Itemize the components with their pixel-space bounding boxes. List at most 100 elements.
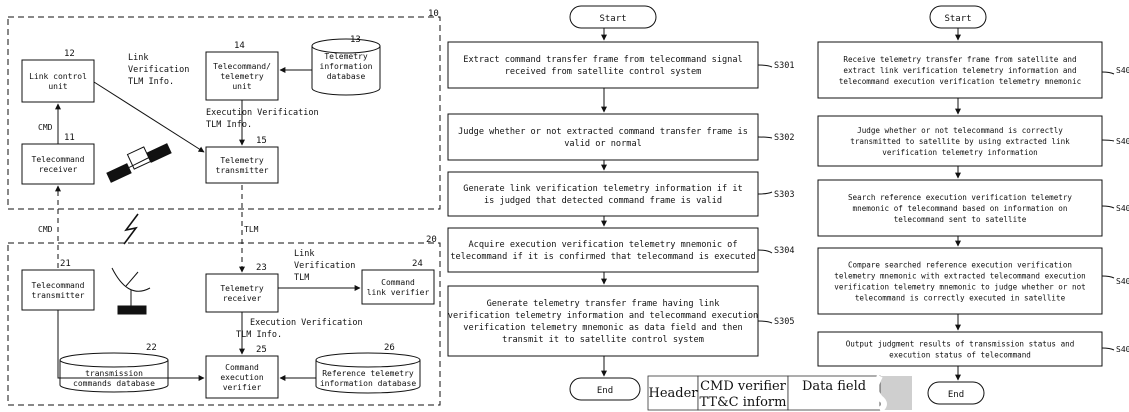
- telemetry-transmitter-label: transmitter: [216, 166, 269, 175]
- s3-end-terminal: [569, 377, 641, 401]
- satellite-icon: [106, 143, 172, 183]
- s3-step-text: received from satellite control system: [505, 67, 702, 77]
- s4-step-box-2: [817, 115, 1103, 167]
- reference-db-ref: 26: [384, 343, 395, 353]
- command-execution-verifier-label: execution: [220, 373, 264, 382]
- s4-step-text: telemetry mnemonic with extracted teleco…: [834, 272, 1085, 281]
- transmission-db-cylinder: [59, 352, 169, 393]
- ground-boundary: [7, 242, 441, 406]
- link-verification-label: Verification: [294, 261, 355, 271]
- s3-step-box-1: [447, 41, 759, 89]
- lightning-icon: [123, 213, 139, 245]
- s4-step-text: telecommand sent to satellite: [894, 215, 1027, 224]
- telemetry-db-ref: 13: [350, 35, 361, 45]
- s4-step-text: telecommand execution verification telem…: [839, 77, 1081, 86]
- transmission-db-ref: 22: [146, 343, 157, 353]
- s4-end-label: End: [948, 390, 964, 400]
- ref-number: 10: [428, 9, 439, 19]
- s3-start-terminal: [569, 5, 657, 29]
- s4-step-text: verification telemetry mnemonic to judge…: [834, 283, 1085, 292]
- telemetry-receiver-label: receiver: [223, 294, 262, 303]
- transfer-frame: [647, 374, 912, 412]
- link-verification-label: TLM Info.: [128, 77, 174, 87]
- s4-step-text: mnemonic of telecommand based on informa…: [853, 204, 1068, 213]
- s4-step-text: Search reference execution verification …: [848, 193, 1072, 202]
- link-control-unit-ref: 12: [64, 49, 75, 59]
- s3-step-text: Judge whether or not extracted command t…: [458, 127, 748, 137]
- s4-step-code: S405: [1116, 345, 1129, 354]
- link-verification-label: Verification: [128, 65, 189, 75]
- telemetry-db-label: information: [320, 62, 373, 71]
- flowchart-s4: [817, 5, 1115, 405]
- telecommand-telemetry-unit-label: telemetry: [220, 72, 264, 81]
- s4-end-terminal: [927, 381, 985, 405]
- telemetry-db-cylinder: [311, 38, 381, 96]
- telecommand-telemetry-unit-ref: 14: [234, 41, 245, 51]
- exec-verification-label: TLM Info.: [236, 330, 282, 340]
- s3-step-text: telecommand if it is confirmed that tele…: [450, 252, 755, 262]
- s3-step-code: S301: [774, 61, 794, 71]
- link-control-unit-label: Link control: [29, 72, 87, 81]
- s3-step-text: Generate telemetry transfer frame having…: [487, 299, 721, 309]
- s4-step-text: Output judgment results of transmission …: [846, 340, 1075, 349]
- s3-step-text: Extract command transfer frame from tele…: [463, 55, 742, 65]
- s4-step-box-1: [817, 41, 1103, 99]
- link-verification-label: TLM: [294, 273, 309, 283]
- s4-step-box-5: [817, 331, 1103, 367]
- s4-start-label: Start: [944, 14, 971, 24]
- frame-ttc-inform: TT&C inform: [700, 395, 787, 410]
- s4-step-box-4: [817, 247, 1103, 315]
- cmd-label: CMD: [38, 123, 53, 132]
- exec-verification-label: Execution Verification: [206, 108, 319, 118]
- system-block-diagram: [7, 16, 441, 406]
- telecommand-transmitter-label: Telecommand: [32, 281, 85, 290]
- s4-step-code: S401: [1116, 66, 1129, 75]
- s4-step-text: extract link verification telemetry info…: [843, 66, 1076, 75]
- s4-step-text: Receive telemetry transfer frame from sa…: [843, 55, 1076, 64]
- s4-step-text: telecommand is correctly executed in sat…: [855, 294, 1066, 303]
- s4-step-box-3: [817, 179, 1103, 237]
- s3-step-text: Generate link verification telemetry inf…: [463, 184, 742, 194]
- satellite-boundary: [7, 16, 441, 210]
- telemetry-transmitter-label: Telemetry: [220, 156, 264, 165]
- s3-step-code: S305: [774, 317, 794, 327]
- s3-step-text: is judged that detected command frame is…: [484, 196, 722, 206]
- telemetry-db-label: Telemetry: [324, 52, 368, 61]
- s4-step-text: transmitted to satellite by using extrac…: [850, 137, 1070, 146]
- flowchart-s3: [447, 5, 773, 401]
- reference-db-label: information database: [320, 379, 417, 388]
- link-control-unit-label: unit: [48, 82, 67, 91]
- telemetry-db-label: database: [327, 72, 366, 81]
- s4-step-code: S402: [1116, 137, 1129, 146]
- s3-step-text: Acquire execution verification telemetry…: [468, 240, 737, 250]
- link-verification-label: Link: [294, 249, 314, 259]
- s3-step-box-3: [447, 171, 759, 217]
- link-verification-label: Link: [128, 53, 148, 63]
- transmission-db-label: transmission: [85, 369, 143, 378]
- telemetry-transmitter-ref: 15: [256, 136, 267, 146]
- s3-step-code: S303: [774, 190, 794, 200]
- s4-step-code: S403: [1116, 204, 1129, 213]
- s3-step-text: verification telemetry mnemonic as data …: [463, 323, 742, 333]
- telecommand-telemetry-unit-label: unit: [232, 82, 251, 91]
- cmd-label: CMD: [38, 225, 53, 234]
- exec-verification-label: TLM Info.: [206, 120, 252, 130]
- telecommand-receiver-label: Telecommand: [32, 155, 85, 164]
- s3-step-box-5: [447, 285, 759, 357]
- telecommand-receiver-label: receiver: [39, 165, 78, 174]
- s3-step-box-2: [447, 113, 759, 161]
- command-execution-verifier-label: Command: [225, 363, 259, 372]
- frame-header: Header: [648, 386, 698, 401]
- exec-verification-label: Execution Verification: [250, 318, 363, 328]
- telemetry-transmitter-box: [205, 146, 279, 184]
- link-control-unit-box: [21, 59, 95, 103]
- telecommand-transmitter-ref: 21: [60, 259, 71, 269]
- transmission-db-label: commands database: [73, 379, 155, 388]
- telecommand-transmitter-box: [21, 269, 95, 311]
- telemetry-receiver-label: Telemetry: [220, 284, 264, 293]
- command-execution-verifier-label: verifier: [223, 383, 262, 392]
- telecommand-telemetry-unit-label: Telecommand/: [213, 62, 271, 71]
- telemetry-receiver-ref: 23: [256, 263, 267, 273]
- telemetry-receiver-box: [205, 273, 279, 313]
- s4-step-code: S404: [1116, 277, 1129, 286]
